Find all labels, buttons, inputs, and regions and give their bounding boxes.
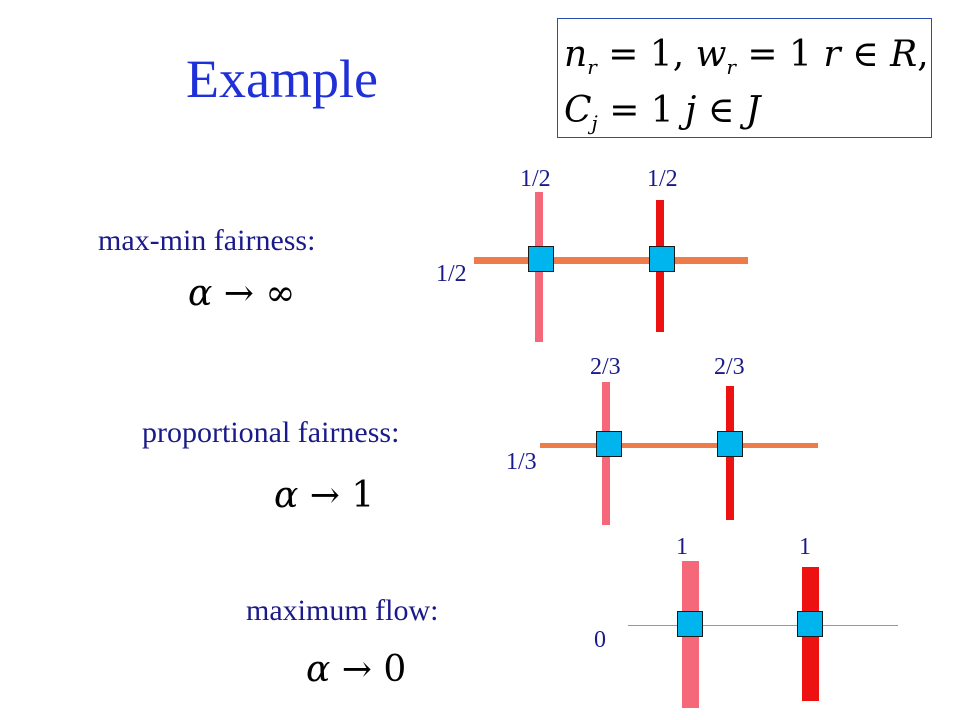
link-node-right: [797, 611, 823, 637]
right-vertical-rate: 1/2: [647, 166, 678, 192]
link-node-right: [717, 431, 743, 457]
formula-line-1: nr = 1, wr = 1 r ∈ R,: [564, 34, 929, 80]
right-vertical-rate: 1: [799, 534, 811, 560]
link-node-right: [649, 246, 675, 272]
case-maxmin-alpha: α → ∞: [188, 276, 295, 312]
horizontal-route: [540, 443, 818, 448]
horizontal-route: [474, 257, 748, 264]
formula-w: w: [695, 34, 727, 75]
right-vertical-rate: 2/3: [714, 354, 745, 380]
left-vertical-rate: 2/3: [590, 354, 621, 380]
formula-c-eq: = 1: [597, 90, 686, 131]
formula-n-sub: r: [587, 55, 597, 80]
formula-r-var: r: [823, 34, 841, 75]
formula-w-sub: r: [726, 55, 736, 80]
formula-c: C: [564, 90, 592, 131]
formula-c-sub: j: [591, 111, 598, 136]
left-vertical-rate: 1: [676, 534, 688, 560]
horizontal-rate: 1/2: [436, 261, 467, 287]
arrow-symbol: →: [212, 273, 266, 314]
horizontal-rate: 1/3: [506, 449, 537, 475]
formula-tail: ,: [917, 34, 929, 75]
formula-j-var: j: [685, 90, 697, 131]
formula-set-j: J: [745, 90, 761, 131]
slide-title: Example: [186, 49, 378, 109]
limit-value: 1: [351, 475, 375, 516]
formula-in-2: ∈: [696, 90, 746, 131]
horizontal-route: [628, 625, 898, 626]
arrow-symbol: →: [298, 475, 352, 516]
link-node-left: [596, 431, 622, 457]
alpha-symbol: α: [274, 475, 299, 516]
link-node-left: [677, 611, 703, 637]
arrow-symbol: →: [330, 649, 384, 690]
horizontal-rate: 0: [594, 627, 606, 653]
alpha-symbol: α: [188, 273, 213, 314]
formula-line-2: Cj = 1 j ∈ J: [564, 90, 761, 136]
formula-n-eq: = 1,: [596, 34, 696, 75]
formula-w-eq: = 1: [735, 34, 824, 75]
formula-in-1: ∈: [840, 34, 891, 75]
left-vertical-rate: 1/2: [520, 166, 551, 192]
case-maxflow-label: maximum flow:: [246, 594, 439, 627]
case-maxmin-label: max-min fairness:: [98, 224, 316, 257]
limit-value: 0: [383, 649, 407, 690]
limit-value: ∞: [265, 273, 296, 314]
case-maxflow-alpha: α → 0: [306, 652, 406, 688]
case-proportional-alpha: α → 1: [274, 478, 374, 514]
formula-n: n: [564, 34, 588, 75]
formula-set-r: R: [890, 34, 918, 75]
case-proportional-label: proportional fairness:: [142, 416, 400, 449]
alpha-symbol: α: [306, 649, 331, 690]
link-node-left: [528, 246, 554, 272]
formula-box: nr = 1, wr = 1 r ∈ R, Cj = 1 j ∈ J: [557, 18, 932, 138]
